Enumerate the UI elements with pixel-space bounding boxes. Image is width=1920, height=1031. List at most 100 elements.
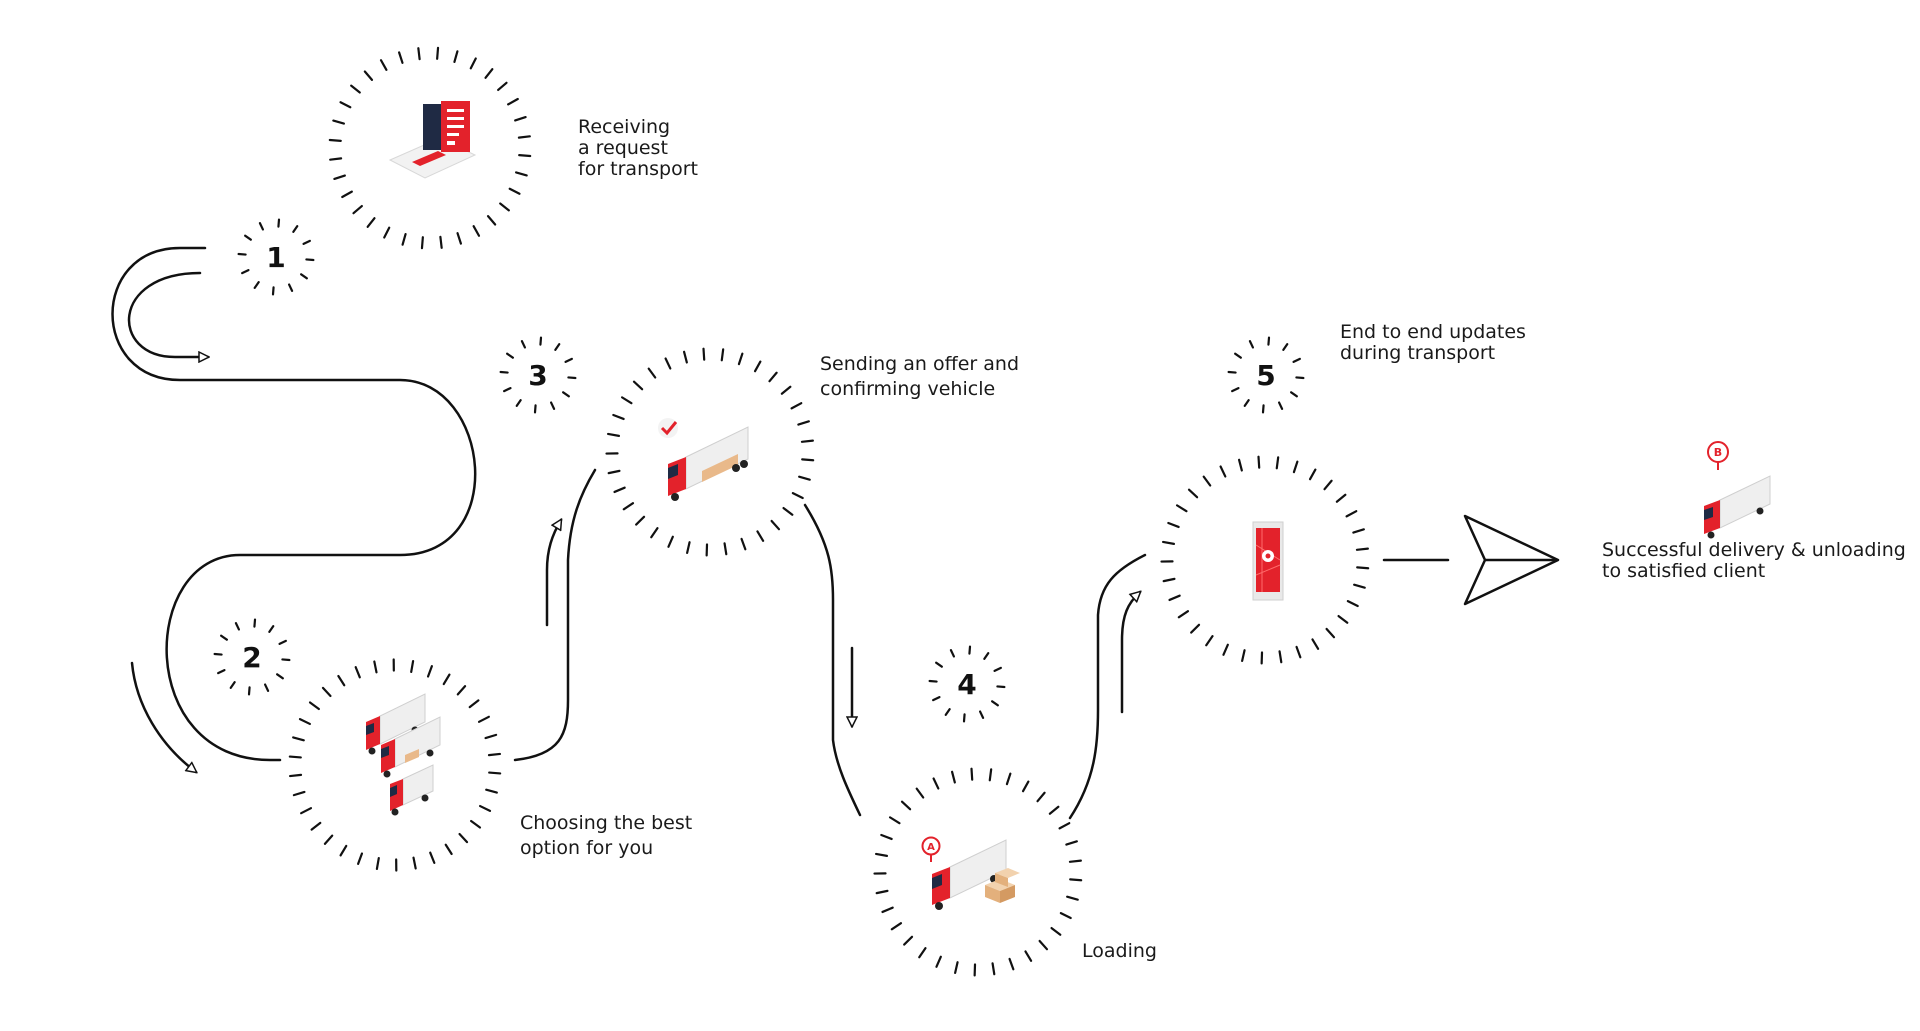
ring-tick bbox=[468, 699, 480, 709]
ring-tick bbox=[517, 135, 531, 139]
ring-tick bbox=[339, 844, 348, 857]
ring-tick bbox=[1222, 643, 1229, 656]
ring-tick bbox=[383, 226, 391, 239]
step-2-ring bbox=[288, 658, 502, 872]
step-3-ring bbox=[605, 347, 815, 557]
ring-tick bbox=[332, 119, 345, 125]
ring-tick bbox=[932, 695, 941, 702]
ring-tick bbox=[620, 396, 633, 405]
ring-tick bbox=[888, 816, 901, 825]
ring-tick bbox=[612, 413, 625, 421]
ring-tick bbox=[1325, 627, 1336, 639]
ring-tick bbox=[429, 851, 436, 864]
ring-tick bbox=[397, 51, 404, 64]
ring-tick bbox=[426, 665, 433, 678]
final-label-line: to satisfied client bbox=[1602, 560, 1766, 582]
ring-tick bbox=[790, 402, 803, 410]
ring-tick bbox=[292, 790, 306, 797]
ring-tick bbox=[1337, 614, 1349, 624]
step-4-badge-ring bbox=[928, 645, 1006, 723]
ring-tick bbox=[1066, 895, 1079, 901]
step-2-label-line: Choosing the best bbox=[520, 812, 693, 834]
ring-tick bbox=[1005, 772, 1012, 786]
ring-tick bbox=[1335, 493, 1347, 503]
ring-tick bbox=[1295, 376, 1305, 380]
ring-tick bbox=[484, 68, 494, 79]
ring-tick bbox=[950, 770, 956, 784]
ring-tick bbox=[339, 101, 352, 109]
ring-tick bbox=[875, 889, 889, 895]
ring-tick bbox=[1275, 456, 1280, 470]
ring-tick bbox=[444, 843, 453, 856]
ring-tick bbox=[1036, 791, 1046, 803]
ring-tick bbox=[1248, 340, 1255, 349]
ring-tick bbox=[1202, 475, 1212, 487]
ring-tick bbox=[278, 639, 287, 646]
ring-tick bbox=[412, 856, 417, 870]
step-1-label-line: Receiving bbox=[578, 116, 671, 138]
ring-tick bbox=[1227, 370, 1237, 374]
ring-tick bbox=[780, 385, 792, 395]
ring-tick bbox=[458, 832, 469, 844]
ring-tick bbox=[903, 935, 914, 946]
ring-tick bbox=[456, 232, 463, 245]
ring-tick bbox=[253, 618, 257, 628]
ring-tick bbox=[1234, 352, 1242, 359]
ring-tick bbox=[770, 519, 781, 531]
ring-tick bbox=[686, 541, 691, 555]
ring-tick bbox=[1231, 386, 1240, 393]
ring-tick bbox=[321, 686, 332, 698]
path-arrow-to-2 bbox=[130, 661, 196, 772]
ring-tick bbox=[276, 673, 284, 680]
ring-tick bbox=[737, 352, 744, 366]
ring-tick bbox=[900, 800, 912, 811]
ring-tick bbox=[1257, 455, 1261, 469]
ring-tick bbox=[1058, 822, 1071, 830]
ring-tick bbox=[507, 97, 519, 106]
ring-tick bbox=[564, 357, 573, 364]
ring-tick bbox=[549, 401, 556, 410]
path-2-to-3 bbox=[513, 468, 597, 762]
ring-tick bbox=[954, 961, 959, 975]
ring-tick bbox=[379, 59, 388, 71]
ring-tick bbox=[486, 215, 497, 226]
step-1-label-line: for transport bbox=[578, 158, 698, 180]
ring-tick bbox=[217, 668, 226, 675]
ring-tick bbox=[281, 658, 291, 662]
ring-tick bbox=[268, 625, 275, 633]
ring-tick bbox=[477, 715, 490, 723]
ring-tick bbox=[798, 475, 811, 481]
ring-tick bbox=[962, 713, 966, 723]
ring-tick bbox=[1243, 399, 1250, 407]
ring-tick bbox=[300, 273, 308, 280]
ring-tick bbox=[253, 281, 260, 289]
ring-tick bbox=[740, 537, 747, 551]
location-pin-b-icon: B bbox=[1707, 441, 1729, 470]
ring-tick bbox=[1069, 878, 1083, 882]
ring-tick bbox=[797, 420, 810, 426]
ring-tick bbox=[488, 771, 502, 775]
ring-tick bbox=[354, 666, 361, 679]
ring-tick bbox=[968, 645, 972, 655]
ring-tick bbox=[1282, 343, 1289, 351]
ring-tick bbox=[352, 204, 363, 215]
step-2-number: 2 bbox=[242, 641, 261, 674]
ring-tick bbox=[298, 718, 311, 726]
ring-tick bbox=[1161, 540, 1176, 545]
ring-tick bbox=[880, 833, 893, 841]
ring-tick bbox=[996, 685, 1006, 689]
ring-tick bbox=[932, 777, 940, 790]
ring-tick bbox=[237, 252, 247, 256]
final-label-line: Successful delivery & unloading bbox=[1602, 539, 1906, 561]
ring-tick bbox=[944, 708, 951, 716]
path-start-loop bbox=[111, 246, 477, 762]
ring-tick bbox=[1323, 479, 1333, 491]
ring-tick bbox=[258, 222, 265, 231]
ring-tick bbox=[292, 225, 299, 233]
ring-tick bbox=[350, 84, 361, 94]
ring-tick bbox=[439, 235, 443, 249]
ring-tick bbox=[1038, 939, 1049, 951]
step-1-label-line: a request bbox=[578, 137, 668, 159]
step-3-label-line: Sending an offer and bbox=[820, 353, 1019, 375]
ring-tick bbox=[756, 530, 765, 542]
